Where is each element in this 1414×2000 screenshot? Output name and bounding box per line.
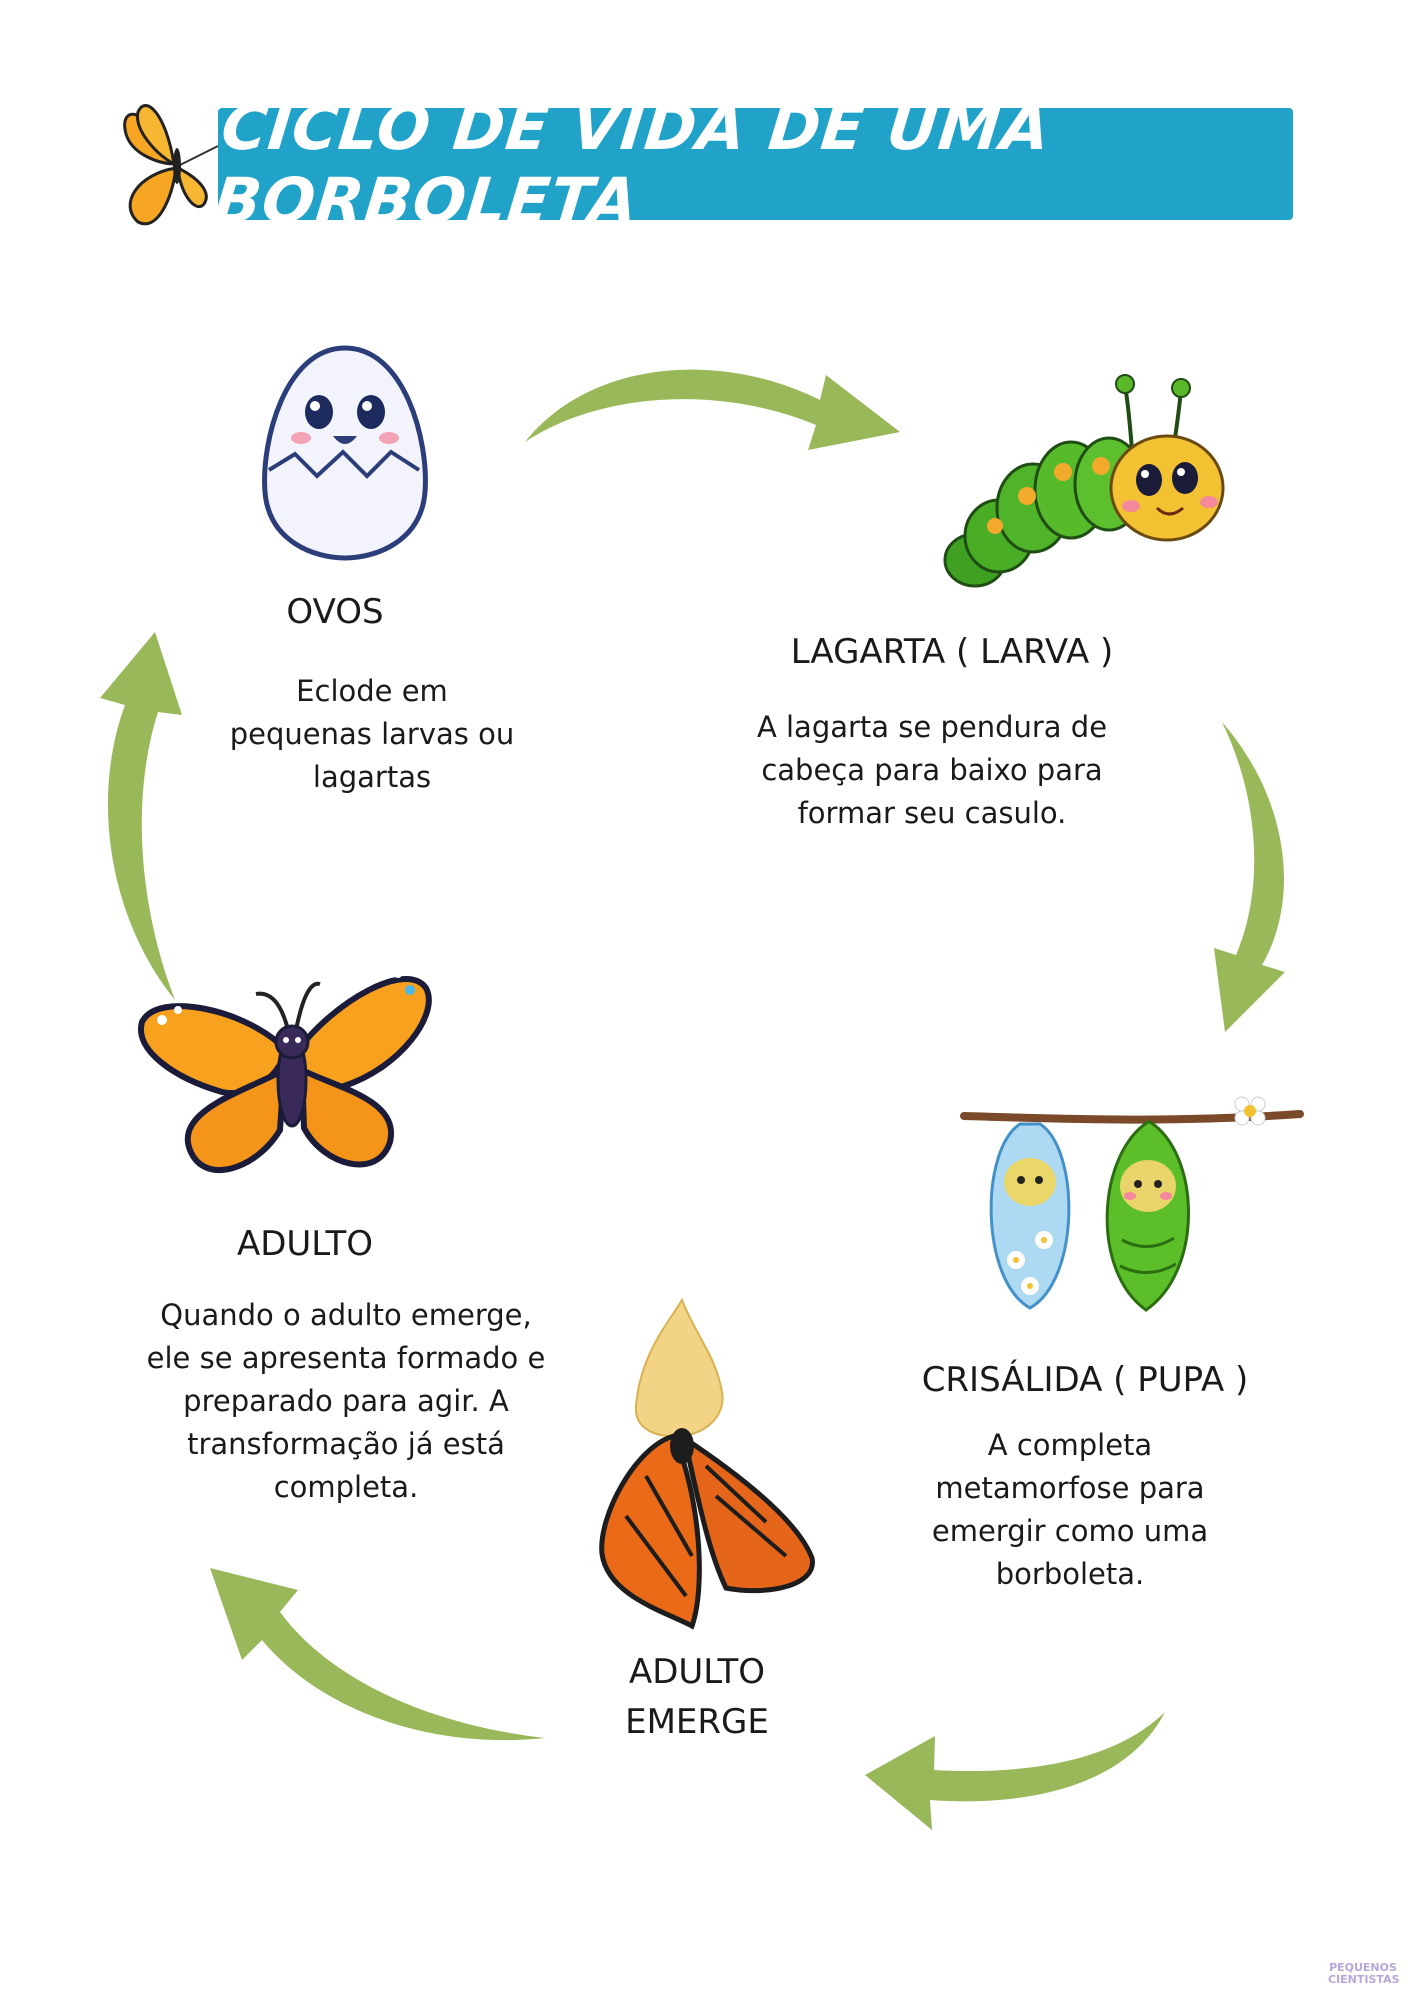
emerging-butterfly-icon — [596, 1296, 818, 1636]
stage-label-emerging-line1: ADULTO — [628, 1652, 766, 1692]
chrysalis-icon — [960, 1090, 1305, 1326]
butterfly-icon — [137, 950, 434, 1186]
watermark-line1: PEQUENOS — [1329, 1961, 1397, 1974]
arrow-adult-to-eggs — [100, 632, 182, 1000]
watermark-line2: CIENTISTAS — [1328, 1973, 1400, 1986]
arrow-eggs-to-caterpillar — [525, 369, 900, 450]
watermark-logo: PEQUENOS CIENTISTAS — [1328, 1961, 1400, 1986]
arrow-emerging-to-adult — [210, 1568, 545, 1741]
caterpillar-icon — [935, 368, 1251, 600]
stage-desc-adult: Quando o adulto emerge, ele se apresenta… — [146, 1298, 546, 1504]
stage-desc-caterpillar: A lagarta se pendura de cabeça para baix… — [756, 710, 1108, 830]
arrow-caterpillar-to-chrysalis — [1214, 722, 1285, 1032]
header-butterfly-icon — [108, 94, 228, 230]
egg-icon — [255, 342, 435, 564]
stage-desc-eggs: Eclode em pequenas larvas ou lagartas — [229, 674, 515, 794]
stage-label-eggs: OVOS — [286, 592, 384, 632]
stage-label-emerging-line2: EMERGE — [625, 1702, 769, 1742]
title-banner: CICLO DE VIDA DE UMA BORBOLETA — [210, 91, 1293, 237]
stage-label-adult: ADULTO — [236, 1224, 374, 1264]
stage-label-chrysalis: CRISÁLIDA ( PUPA ) — [921, 1360, 1249, 1400]
stage-desc-chrysalis: A completa metamorfose para emergir como… — [931, 1428, 1209, 1591]
stage-label-caterpillar: LAGARTA ( LARVA ) — [790, 632, 1114, 672]
arrow-chrysalis-to-emerging — [865, 1712, 1165, 1830]
